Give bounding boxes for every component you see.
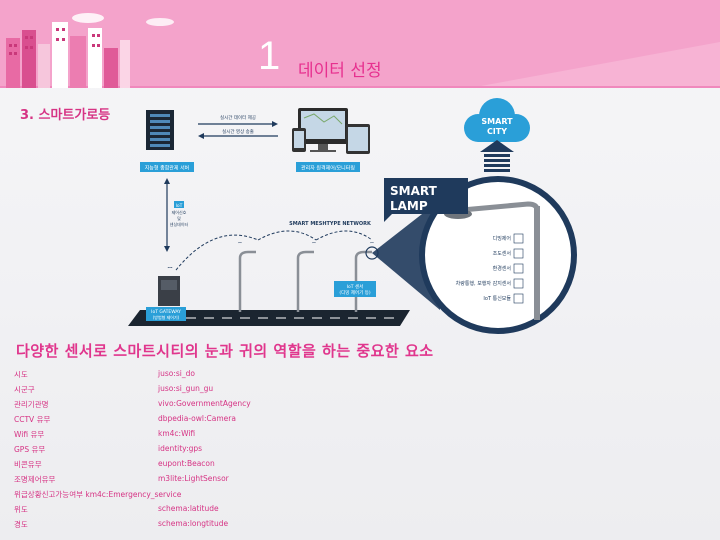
wifi-signal-icon: ⌔ <box>166 265 174 274</box>
iot-label-1: IoT <box>176 203 183 209</box>
upload-arrow-icon <box>480 140 514 172</box>
slide-number: 1 <box>258 34 281 78</box>
attribute-value: juso:si_do <box>158 369 195 378</box>
iot-module-icon <box>513 293 524 304</box>
attribute-row: 경도 schema:longtitude <box>14 519 414 532</box>
environment-icon <box>513 263 524 274</box>
attribute-value: dbpedia-owl:Camera <box>158 414 236 423</box>
smart-streetlight-diagram: 지능형 종합관제 서버 실시간 데이터 제공 실시간 영상 송출 관리자 원격제… <box>128 98 577 334</box>
motion-sensor-icon <box>513 278 524 289</box>
monitor-label-box <box>296 162 360 172</box>
svg-text:⌔: ⌔ <box>237 241 243 248</box>
headline: 다양한 센서로 스마트시티의 눈과 귀의 역할을 하는 중요한 요소 <box>16 342 434 360</box>
illuminance-icon <box>513 248 524 259</box>
arrow-top-label: 실시간 데이터 제공 <box>220 114 256 121</box>
lamp-feature: 디밍제어 <box>493 235 511 242</box>
attribute-value: eupont:Beacon <box>158 459 215 468</box>
attribute-key: 관리기관명 <box>14 400 49 409</box>
smart-lamp-tag <box>384 178 468 222</box>
gateway-cabinet-icon <box>158 276 180 306</box>
attribute-value: schema:longtitude <box>158 519 229 528</box>
server-label-box <box>140 162 194 172</box>
attribute-value: vivo:GovernmentAgency <box>158 399 251 408</box>
zoom-cone <box>372 200 440 310</box>
iot-label-3: 및 <box>177 215 181 221</box>
attribute-row: GPS 유무 identity:gps <box>14 444 414 457</box>
attribute-value: identity:gps <box>158 444 203 453</box>
monitor-devices-icon <box>292 108 370 154</box>
attribute-row: 비콘유무 eupont:Beacon <box>14 459 414 472</box>
slide-title: 데이터 선정 <box>298 61 382 81</box>
attribute-row: 관리기관명 vivo:GovernmentAgency <box>14 399 414 412</box>
lamp-feature-list: 디밍제어 조도센서 환경센서 차량통행, 보행자 감지센서 IoT 통신모듈 <box>456 233 524 304</box>
sensor-callout-box <box>334 281 376 297</box>
attribute-row: 시도 juso:si_do <box>14 369 414 382</box>
mesh-link <box>257 230 317 241</box>
gateway-label-2: (방범형 제어기) <box>153 314 180 320</box>
gateway-label-box <box>146 307 186 321</box>
server-icon <box>146 110 174 150</box>
svg-text:⌔: ⌔ <box>311 241 317 248</box>
smart-lamp-label-1: SMART <box>390 184 438 198</box>
attribute-key: GPS 유무 <box>14 445 46 454</box>
lamp-feature: 조도센서 <box>493 250 511 257</box>
attribute-value: km4c:Wifi <box>158 429 196 438</box>
header-banner <box>0 0 720 88</box>
gateway-label-1: IoT GATEWAY <box>151 309 181 315</box>
mesh-link <box>175 234 259 271</box>
iot-label-2: 제어신호 <box>172 209 187 215</box>
mesh-link <box>315 230 373 241</box>
smart-city-label-1: SMART <box>481 117 513 126</box>
attribute-row: CCTV 유무 dbpedia-owl:Camera <box>14 414 414 427</box>
server-label: 지능형 종합관제 서버 <box>145 165 190 172</box>
attribute-key: 위급상황신고가능여부 km4c:Emergency_service <box>14 490 182 499</box>
city-skyline-illustration <box>6 13 174 88</box>
lamp-feature: 환경센서 <box>493 265 511 272</box>
attribute-row: Wifi 유무 km4c:Wifi <box>14 429 414 442</box>
smart-city-label-2: CITY <box>487 127 507 136</box>
monitor-label: 관리자 원격제어/모니터링 <box>301 165 355 172</box>
attribute-row: 시군구 juso:si_gun_gu <box>14 384 414 397</box>
lamp-feature: IoT 통신모듈 <box>483 295 511 302</box>
attribute-value: juso:si_gun_gu <box>158 384 214 393</box>
attribute-key: 조명제어유무 <box>14 475 56 484</box>
road <box>128 310 410 326</box>
arrow-bottom-label: 실시간 영상 송출 <box>222 128 254 135</box>
attribute-value: schema:latitude <box>158 504 219 513</box>
network-label: SMART MESHTYPE NETWORK <box>289 221 372 227</box>
sensor-callout-2: (디밍 제어기 등) <box>339 289 370 296</box>
section-title: 3. 스마트가로등 <box>20 108 111 123</box>
lamp-feature: 차량통행, 보행자 감지센서 <box>456 280 511 287</box>
smart-city-cloud-icon <box>464 98 530 142</box>
attribute-key: 위도 <box>14 505 28 514</box>
attribute-row: 위도 schema:latitude <box>14 504 414 517</box>
attribute-key: Wifi 유무 <box>14 430 45 439</box>
attribute-value: m3lite:LightSensor <box>158 474 229 483</box>
dimming-icon <box>513 233 524 244</box>
attribute-row: 조명제어유무 m3lite:LightSensor <box>14 474 414 487</box>
attribute-key: CCTV 유무 <box>14 415 51 424</box>
iot-label-4: 센싱데이터 <box>170 221 189 227</box>
attribute-key: 비콘유무 <box>14 460 42 469</box>
attribute-key: 시군구 <box>14 385 35 394</box>
svg-text:⌔: ⌔ <box>369 241 375 248</box>
attribute-key: 시도 <box>14 370 28 379</box>
sensor-callout-1: IoT 센서 <box>347 283 364 290</box>
attribute-key: 경도 <box>14 520 28 529</box>
smart-lamp-label-2: LAMP <box>390 199 428 213</box>
attribute-row: 위급상황신고가능여부 km4c:Emergency_service <box>14 489 414 502</box>
